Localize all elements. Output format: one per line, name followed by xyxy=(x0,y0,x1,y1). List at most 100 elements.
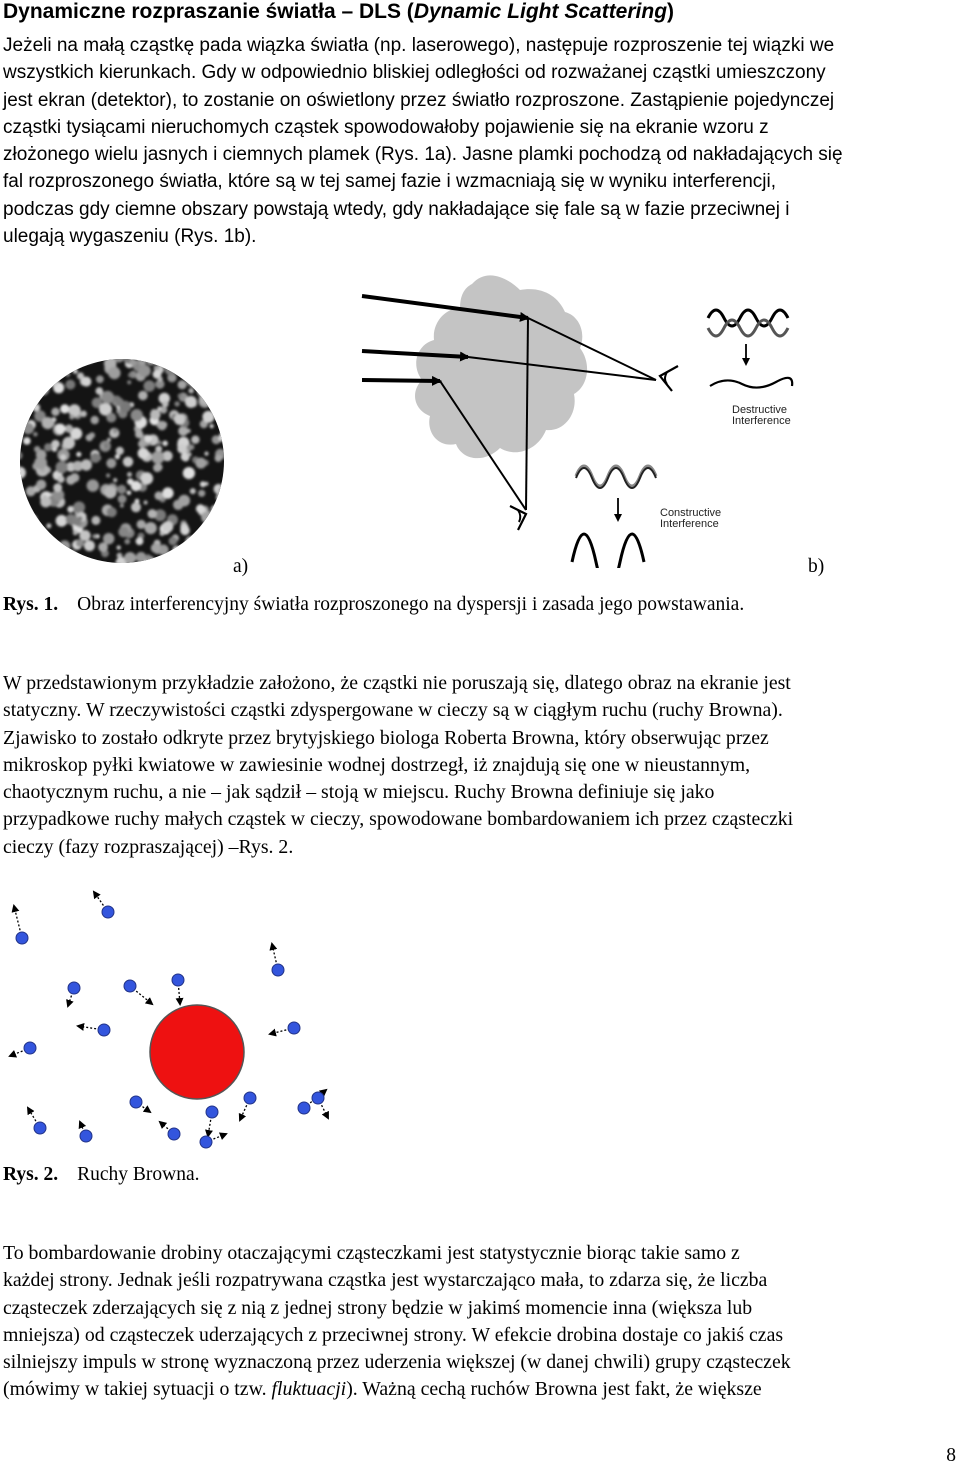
solvent-molecule xyxy=(199,1135,213,1149)
speckle-spot xyxy=(157,544,169,556)
speckle-spot xyxy=(201,511,213,523)
speckle-spot xyxy=(136,519,146,529)
speckle-spot xyxy=(161,557,173,563)
speckle-spot xyxy=(206,528,218,540)
intro-paragraph: Jeżeli na małą cząstkę pada wiązka świat… xyxy=(3,32,958,250)
speckle-spot xyxy=(91,515,101,525)
speckle-spot xyxy=(55,514,68,527)
paragraph-line: chaotycznym ruchu, a nie – jak sądził – … xyxy=(3,781,715,804)
speckle-spot xyxy=(174,413,186,425)
speckle-spot xyxy=(130,409,143,422)
speckle-spot xyxy=(29,515,38,524)
speckle-spot xyxy=(40,496,52,508)
figure-caption-number: Rys. 1. xyxy=(3,594,59,615)
paragraph-line: każdej strony. Jednak jeśli rozpatrywana… xyxy=(3,1269,768,1292)
interference-diagram: Destructive Interference Constructive In… xyxy=(361,275,794,568)
incident-beam xyxy=(361,294,530,322)
solvent-molecule xyxy=(79,1129,93,1143)
title-end: ) xyxy=(667,0,675,23)
speckle-spot xyxy=(175,359,186,370)
speckle-spot xyxy=(157,376,163,382)
speckle-spot xyxy=(206,516,214,524)
speckle-spot xyxy=(128,372,133,378)
speckle-spot xyxy=(51,407,60,416)
solvent-molecule xyxy=(15,931,29,945)
speckle-spot xyxy=(85,434,93,442)
speckle-spot xyxy=(59,540,71,552)
speckle-spot xyxy=(186,428,191,433)
speckle-spot xyxy=(188,387,194,394)
constructive-interference-label: Constructive Interference xyxy=(660,507,724,530)
solvent-molecule xyxy=(311,1091,325,1105)
speckle-spot xyxy=(115,397,124,406)
speckle-spot xyxy=(206,515,219,528)
speckle-spot xyxy=(65,372,71,377)
speckle-spot xyxy=(113,478,118,483)
speckle-pattern-figure xyxy=(20,359,224,563)
speckle-spot xyxy=(204,519,214,530)
speckle-spot xyxy=(177,380,187,390)
incident-beam xyxy=(361,375,442,386)
solvent-molecule xyxy=(33,1121,47,1135)
solvent-molecule xyxy=(23,1041,37,1055)
speckle-spot xyxy=(68,404,81,417)
speckle-spot xyxy=(180,525,190,536)
speckle-spot xyxy=(154,463,163,472)
speckle-spot xyxy=(64,424,74,433)
speckle-spot xyxy=(215,493,224,502)
speckle-spot xyxy=(152,369,162,379)
figure-caption: Rys. 2.Ruchy Browna. xyxy=(3,1164,200,1186)
speckle-spot xyxy=(106,507,117,518)
wave-icon xyxy=(709,376,794,389)
intro-line: wszystkich kierunkach. Gdy w odpowiednio… xyxy=(3,62,826,84)
speckle-spot xyxy=(20,528,28,537)
solvent-molecule xyxy=(97,1023,111,1037)
solvent-molecule xyxy=(287,1021,301,1035)
speckle-spot xyxy=(119,503,124,508)
speckle-spot xyxy=(51,439,60,449)
paragraph-line: przypadkowe ruchy małych cząstek w ciecz… xyxy=(3,808,794,831)
figure-label-b: b) xyxy=(808,556,825,577)
solvent-molecule xyxy=(101,905,115,919)
speckle-spot xyxy=(20,409,25,417)
speckle-spot xyxy=(57,475,65,483)
speckle-spot xyxy=(155,445,163,453)
line-part: (mówimy w takiej sytuacji o tzw. xyxy=(3,1378,272,1401)
speckle-spot xyxy=(206,368,216,378)
speckle-spot xyxy=(209,397,220,407)
speckle-spot xyxy=(214,485,220,490)
speckle-spot xyxy=(24,518,30,524)
title-main: Dynamiczne rozpraszanie światła – DLS ( xyxy=(3,0,414,23)
speckle-spot xyxy=(117,494,127,504)
speckle-spot xyxy=(40,528,46,533)
speckle-spot xyxy=(135,537,144,546)
speckle-spot xyxy=(98,542,108,552)
speckle-spot xyxy=(195,457,207,469)
intro-line: cząstki tysiącami nieruchomych cząstek s… xyxy=(3,116,769,138)
speckle-spot xyxy=(36,382,50,396)
speckle-spot xyxy=(72,530,78,536)
speckle-spot xyxy=(195,504,205,514)
intro-line: fal rozproszonego światła, które są w te… xyxy=(3,171,776,193)
paragraph-line: statyczny. W rzeczywistości cząstki zdys… xyxy=(3,699,783,722)
speckle-spot xyxy=(83,540,95,552)
speckle-spot xyxy=(37,373,44,380)
speckle-spot xyxy=(186,444,193,451)
speckle-spot xyxy=(103,443,109,449)
speckle-spot xyxy=(130,480,142,492)
title-italic: Dynamic Light Scattering xyxy=(413,0,668,23)
brownian-particle xyxy=(149,1004,245,1100)
solvent-molecule xyxy=(243,1091,257,1105)
speckle-spot xyxy=(138,364,151,377)
speckle-spot xyxy=(20,431,23,440)
speckle-spot xyxy=(135,551,147,563)
speckle-spot xyxy=(127,380,132,385)
speckle-spot xyxy=(34,446,41,453)
speckle-spot xyxy=(77,516,83,522)
speckle-spot xyxy=(72,460,84,472)
speckle-spot xyxy=(44,443,53,452)
speckle-spot xyxy=(137,447,149,459)
speckle-spot xyxy=(154,509,167,522)
speckle-spot xyxy=(164,363,177,376)
speckle-spot xyxy=(218,435,224,442)
